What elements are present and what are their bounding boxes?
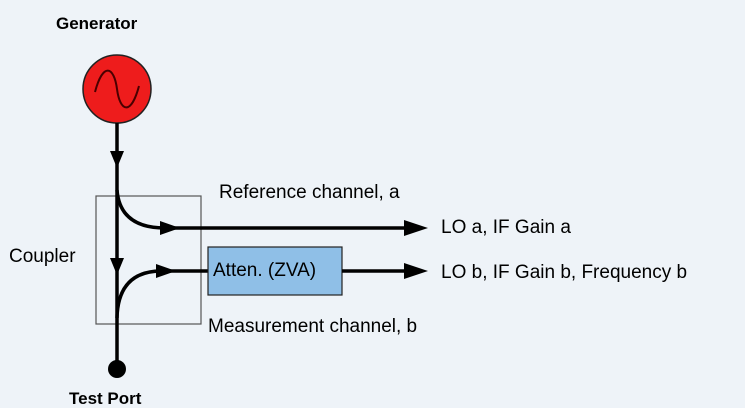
sine-wave-icon [94, 69, 140, 109]
attenuator-label: Atten. (ZVA) [213, 260, 317, 281]
test-port-dot [108, 360, 126, 378]
coupler-box [95, 195, 202, 325]
measurement-arrow-inner [156, 264, 176, 278]
generator-label: Generator [56, 14, 138, 33]
test-port-label: Test Port [69, 389, 142, 408]
output-a-label: LO a, IF Gain a [441, 217, 571, 238]
attenuator-box [207, 246, 343, 296]
downward-arrow-middle [110, 258, 124, 275]
measurement-arrow-output [404, 263, 428, 279]
output-b-label: LO b, IF Gain b, Frequency b [441, 262, 688, 283]
reference-arrow-inner [160, 221, 180, 235]
downward-arrow-top [110, 151, 124, 168]
measurement-channel-label: Measurement channel, b [208, 316, 418, 337]
reference-channel-label: Reference channel, a [219, 182, 400, 203]
coupler-label: Coupler [9, 246, 76, 267]
measurement-channel-path [115, 269, 208, 319]
reference-arrow-output [404, 220, 428, 236]
